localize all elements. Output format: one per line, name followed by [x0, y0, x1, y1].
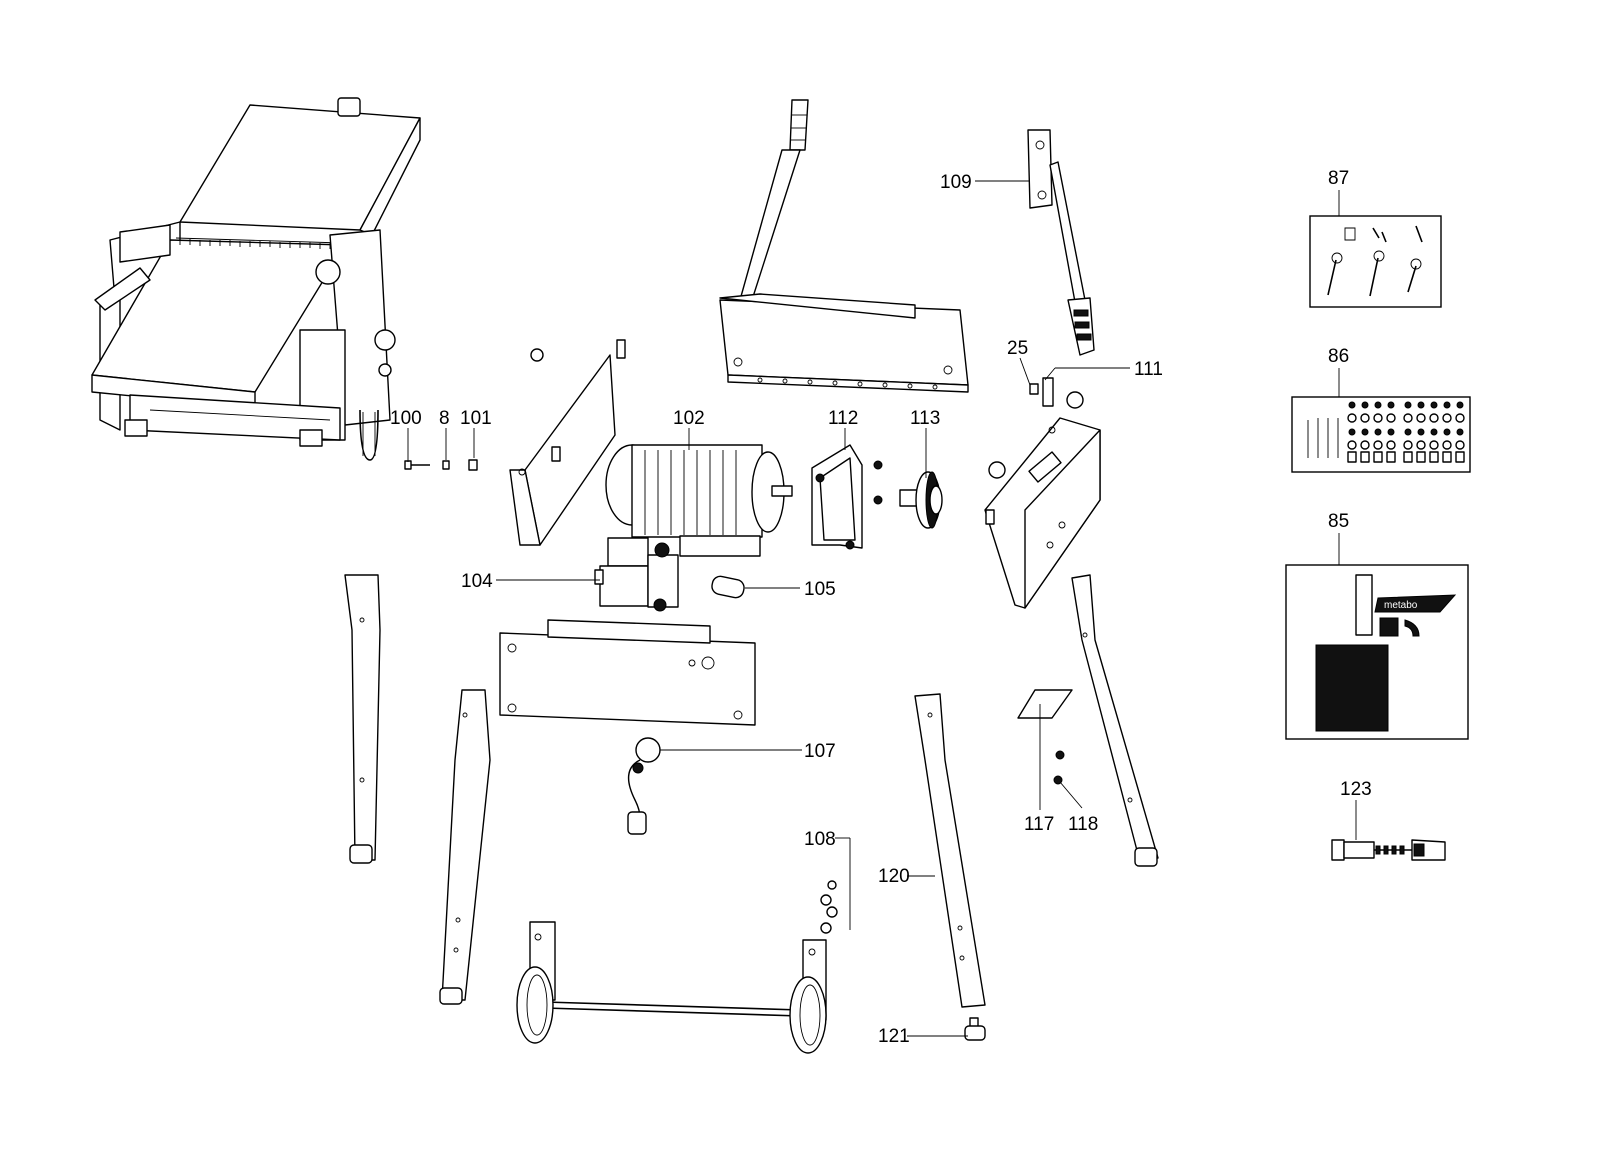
- brand-label: metabo: [1384, 600, 1418, 611]
- callout-102: 102: [673, 408, 705, 429]
- callout-105: 105: [804, 579, 836, 600]
- handle-bar: [739, 99, 809, 301]
- callout-112: 112: [828, 408, 858, 429]
- callout-86: 86: [1328, 346, 1349, 367]
- callout-100: 100: [390, 408, 422, 429]
- bolt-111-icon: [1042, 377, 1054, 407]
- washer-111-icon: [1066, 391, 1084, 409]
- callout-123: 123: [1340, 779, 1372, 800]
- labels-box-85: metabo: [1285, 564, 1469, 740]
- screw-25-icon: [1029, 383, 1039, 395]
- crank-107: [627, 737, 661, 835]
- callout-118: 118: [1068, 814, 1098, 835]
- plate-117-icon: [1017, 689, 1073, 719]
- back-panel: [719, 293, 969, 393]
- handle-109: [1027, 129, 1095, 356]
- fasteners-box-86: [1291, 396, 1471, 473]
- plug-123: [1331, 839, 1446, 861]
- leader-lines: [407, 180, 1357, 1037]
- left-front-leg: [439, 689, 491, 1005]
- right-front-leg: [914, 693, 986, 1008]
- bracket-112: [811, 444, 883, 550]
- switch-104: [594, 537, 679, 612]
- right-rear-leg: [1071, 574, 1159, 867]
- nut-101-icon: [468, 459, 478, 471]
- tools-box-87: [1309, 215, 1442, 308]
- callout-108: 108: [804, 829, 836, 850]
- callout-101: 101: [460, 408, 492, 429]
- fastener-grid: [1347, 401, 1465, 463]
- callout-121: 121: [878, 1026, 910, 1047]
- planer-machine: [91, 97, 421, 461]
- washer-8-icon: [442, 460, 450, 470]
- callout-8: 8: [439, 408, 450, 429]
- lower-panel: [499, 619, 756, 726]
- callout-25: 25: [1007, 338, 1028, 359]
- motor-102: [605, 444, 793, 557]
- callout-120: 120: [878, 866, 910, 887]
- pulley-113: [899, 471, 943, 529]
- bolt-100-icon: [404, 460, 430, 470]
- nut-118a-icon: [1055, 750, 1065, 760]
- cutter-teeth: [179, 239, 331, 249]
- callout-85: 85: [1328, 511, 1349, 532]
- callout-117: 117: [1024, 814, 1054, 835]
- fasteners-108: [820, 880, 838, 934]
- callout-109: 109: [940, 172, 972, 193]
- callout-107: 107: [804, 741, 836, 762]
- right-housing: [984, 417, 1101, 609]
- callout-104: 104: [461, 571, 493, 592]
- capacitor-105: [711, 575, 745, 599]
- wheel-axle-assembly: [516, 921, 827, 1054]
- callout-labels: 100 8 101 102 104 105 107 108 109 111 11…: [390, 168, 1372, 1047]
- callout-111: 111: [1134, 359, 1163, 380]
- left-rear-leg: [344, 574, 381, 864]
- foot-121: [964, 1017, 986, 1041]
- callout-87: 87: [1328, 168, 1349, 189]
- callout-113: 113: [910, 408, 940, 429]
- left-bracket: [509, 339, 626, 546]
